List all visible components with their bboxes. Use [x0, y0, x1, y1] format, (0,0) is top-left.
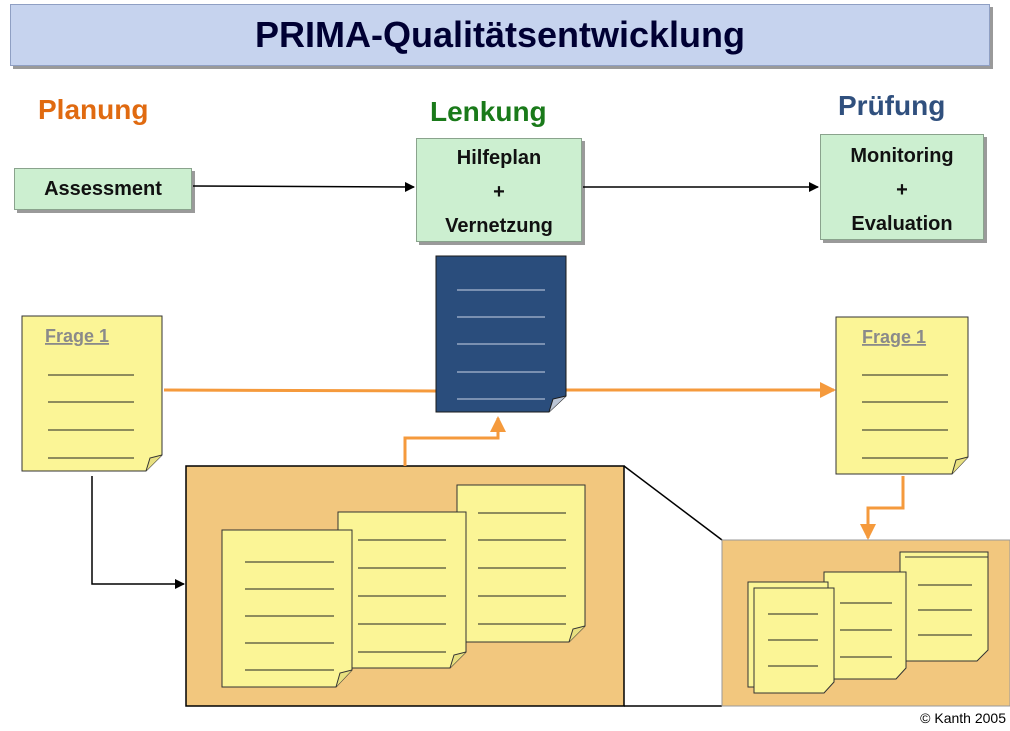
- tray-document-front: [221, 529, 353, 688]
- page-title: PRIMA-Qualitätsentwicklung: [254, 14, 746, 55]
- phase-label-review: Prüfung: [838, 90, 946, 121]
- vernetzung-label: Vernetzung: [445, 215, 553, 237]
- question-document-right: Frage 1: [835, 316, 969, 475]
- orange-line-left: [163, 388, 438, 393]
- monitoring-box: Monitoring + Evaluation: [820, 134, 984, 240]
- plan-document: [435, 255, 567, 413]
- question-label-right: Frage 1: [862, 327, 926, 347]
- zoom-line-top: [623, 465, 723, 541]
- question-label-left: Frage 1: [45, 326, 109, 346]
- arrow-question-to-collection: [91, 476, 185, 589]
- arrow-assessment-to-hilfeplan: [192, 181, 415, 192]
- document-collection-tray: [185, 465, 625, 707]
- hilfeplan-label: Hilfeplan: [456, 147, 542, 169]
- question-document-left: Frage 1: [21, 315, 163, 472]
- assessment-box: Assessment: [14, 168, 192, 210]
- orange-arrow-to-right-tray: [860, 476, 905, 540]
- monitoring-label: Monitoring: [850, 145, 954, 167]
- right-tray-document-front: [747, 581, 835, 694]
- copyright-notice: © Kanth 2005: [920, 710, 1006, 726]
- hilfeplan-box: Hilfeplan + Vernetzung: [416, 138, 582, 242]
- phase-label-planning: Planung: [38, 94, 149, 125]
- tray-document-middle: [337, 511, 467, 669]
- right-tray-document-middle: [823, 571, 907, 680]
- evaluation-collection-tray: [721, 539, 1010, 707]
- phase-label-steering: Lenkung: [430, 96, 547, 127]
- tray-document-back: [456, 484, 586, 643]
- orange-arrow-to-plan-doc: [403, 416, 506, 466]
- assessment-label: Assessment: [44, 178, 162, 200]
- monitoring-plus: +: [896, 179, 908, 201]
- title-bar: PRIMA-Qualitätsentwicklung: [10, 4, 990, 66]
- right-tray-document-back: [899, 551, 989, 662]
- evaluation-label: Evaluation: [851, 213, 953, 235]
- hilfeplan-plus: +: [493, 181, 505, 203]
